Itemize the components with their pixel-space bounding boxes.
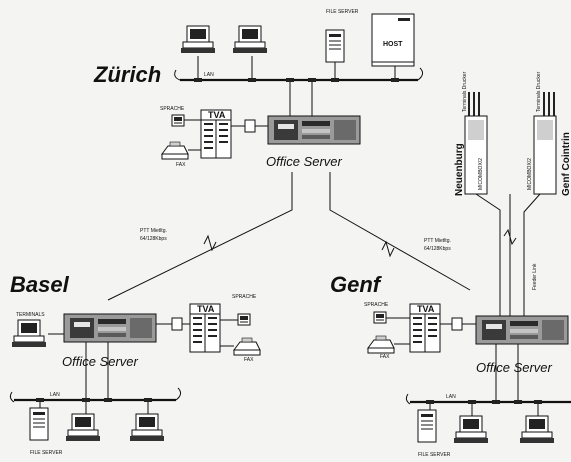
- feeder-link-label: Feeder Link: [532, 263, 538, 290]
- site-basel: Basel TERMINALS Office Server TVA SPRACH…: [9, 272, 261, 456]
- workstation-icon: [453, 415, 489, 444]
- terminals-label-basel: TERMINALS: [16, 312, 45, 318]
- workstation-icon: [180, 25, 216, 54]
- modem-icon: [244, 119, 256, 133]
- lan-segment-genf: [405, 344, 571, 416]
- tva-label-basel: TVA: [197, 304, 215, 314]
- modem-icon: [171, 317, 183, 331]
- office-server-label-basel: Office Server: [62, 354, 139, 369]
- site-remote-micom: Terminals Drucker MICOMBOX/2 Neuenburg T…: [454, 71, 571, 318]
- micombox-1: MICOMBOX/2: [478, 158, 484, 190]
- lan-label-zurich: LAN: [204, 72, 214, 78]
- terminal-printer-neuenburg: Terminals Drucker MICOMBOX/2: [462, 71, 488, 195]
- workstation-icon: [129, 413, 165, 442]
- file-server-icon: [417, 409, 437, 443]
- fax-icon: [367, 335, 395, 354]
- file-server-label-basel: FILE SERVER: [30, 450, 63, 456]
- terminals-drucker-2: Terminals Drucker: [536, 71, 542, 112]
- fax-label-zurich: FAX: [176, 162, 186, 168]
- sprache-label-genf: SPRACHE: [364, 302, 389, 308]
- fax-icon: [233, 337, 261, 356]
- file-server-icon: [29, 407, 49, 441]
- host-icon: [371, 13, 415, 67]
- host-label: HOST: [383, 41, 403, 48]
- ptt-label-right: PTT Mietltg.: [424, 238, 451, 244]
- ptt-speed-right: 64/128Kbps: [424, 246, 451, 252]
- ptt-label-left: PTT Mietltg.: [140, 228, 167, 234]
- office-server-label-genf: Office Server: [476, 360, 553, 375]
- office-server-genf: [475, 315, 569, 345]
- ptt-speed-left: 64/128Kbps: [140, 236, 167, 242]
- fax-label-genf: FAX: [380, 354, 390, 360]
- tva-label-genf: TVA: [417, 304, 435, 314]
- office-server-zurich: [267, 115, 361, 145]
- micombox-2: MICOMBOX/2: [527, 158, 533, 190]
- lan-label-basel: LAN: [50, 392, 60, 398]
- tva-label-zurich: TVA: [208, 110, 226, 120]
- file-server-icon: [325, 29, 345, 63]
- modem-icon: [451, 317, 463, 331]
- office-server-label-zurich: Office Server: [266, 154, 343, 169]
- phone-icon: [171, 114, 185, 127]
- site-genf: Genf SPRACHE FAX TVA Office Server LAN: [330, 272, 571, 458]
- phone-icon: [237, 313, 251, 326]
- site-name-zurich: Zürich: [93, 62, 161, 87]
- sprache-label-basel: SPRACHE: [232, 294, 257, 300]
- file-server-label: FILE SERVER: [326, 9, 359, 15]
- lan-label-genf: LAN: [446, 394, 456, 400]
- terminal-printer-cointrin: Terminals Drucker MICOMBOX/2: [527, 71, 557, 195]
- office-server-basel: [63, 313, 157, 343]
- sprache-label-zurich: SPRACHE: [160, 106, 185, 112]
- site-zurich: FILE SERVER HOST Zürich LAN: [93, 9, 471, 301]
- workstation-icon: [519, 415, 555, 444]
- terminal-icon: [11, 319, 47, 348]
- lan-segment-zurich: [174, 56, 424, 116]
- workstation-icon: [232, 25, 268, 54]
- fax-label-basel: FAX: [244, 357, 254, 363]
- file-server-label-genf: FILE SERVER: [418, 452, 451, 458]
- phone-icon: [373, 311, 387, 324]
- site-name-basel: Basel: [10, 272, 70, 297]
- workstation-icon: [65, 413, 101, 442]
- site-name-genf-cointrin: Genf Cointrin: [561, 132, 571, 196]
- fax-icon: [161, 141, 189, 160]
- site-name-genf: Genf: [330, 272, 383, 297]
- terminals-drucker-1: Terminals Drucker: [462, 71, 468, 112]
- lan-segment-basel: [9, 342, 182, 414]
- site-name-neuenburg: Neuenburg: [454, 143, 465, 196]
